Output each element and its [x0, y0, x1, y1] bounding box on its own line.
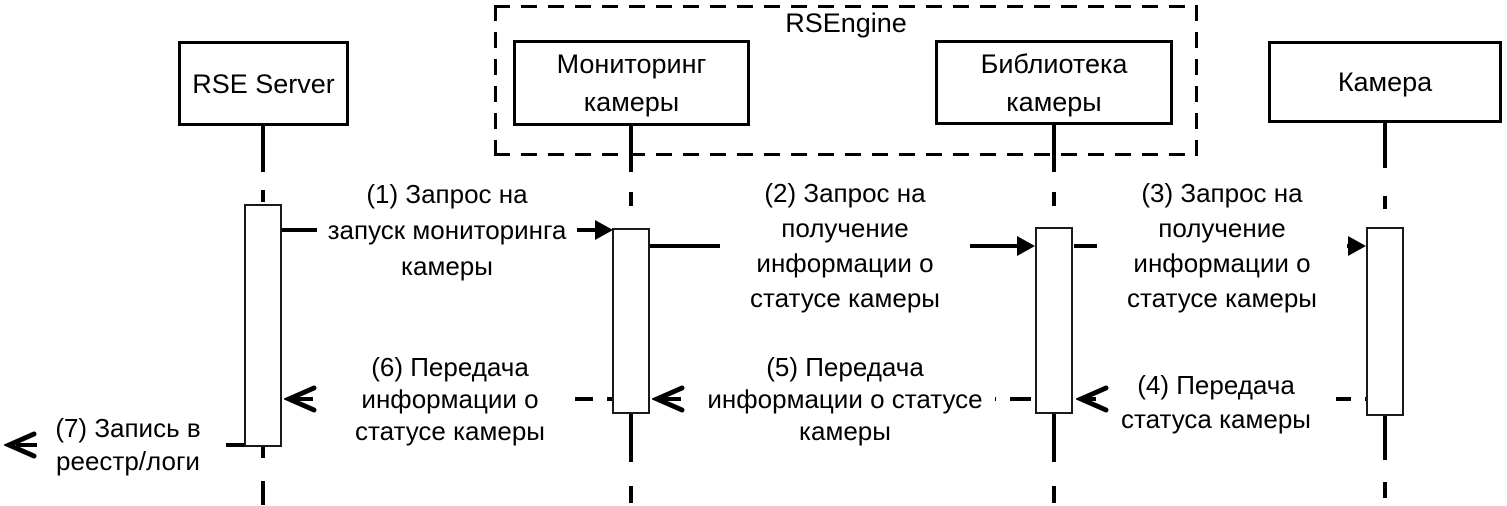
message-1-label-line3: камеры [401, 251, 493, 281]
message-6-arrowhead-icon [284, 385, 317, 413]
message-2-label-line4: статусе камеры [750, 283, 940, 313]
lifeline-segment [629, 414, 633, 462]
activation-rse-server [244, 204, 282, 447]
message-6-label-line1: (6) Передача [371, 352, 529, 382]
message-7-label: (7) Запись в реестр/логи [38, 412, 218, 478]
message-7-label-line1: (7) Запись в [55, 413, 201, 443]
actor-box-camera-monitoring: Мониторинг камеры [513, 40, 750, 126]
lifeline-dash [629, 486, 633, 503]
message-5-arrowhead-icon [652, 385, 685, 413]
actor-box-camera: Камера [1268, 41, 1502, 123]
activation-camera [1366, 227, 1404, 416]
lifeline-dash [1383, 482, 1387, 498]
message-3-label: (3) Запрос на получение информации о ста… [1097, 176, 1347, 316]
actor-label-camera: Камера [1337, 67, 1433, 97]
message-2-arrowhead-icon [1017, 236, 1035, 256]
rsengine-frame-border-top [494, 5, 1198, 8]
lifeline-dash [1052, 192, 1056, 206]
message-5-label-line3: камеры [799, 416, 891, 446]
activation-camera-library [1035, 227, 1073, 414]
lifeline-dash [1052, 486, 1056, 503]
lifeline-segment [1383, 123, 1387, 168]
actor-label-camera-monitoring-line1: Мониторинг [556, 49, 707, 79]
message-4-arrowhead-icon [1076, 385, 1109, 413]
lifeline-segment [1052, 414, 1056, 462]
message-2-label-line1: (2) Запрос на [764, 178, 926, 208]
frame-title: RSEngine [785, 8, 907, 38]
lifeline-segment [1383, 416, 1387, 460]
lifeline-dash [261, 190, 265, 202]
rsengine-frame-label: RSEngine [494, 8, 1198, 39]
message-3-arrowhead-icon [1348, 236, 1366, 256]
lifeline-segment [629, 126, 633, 172]
message-3-label-line3: информации о [1133, 248, 1311, 278]
message-5-label-line2: информации о статусе [707, 384, 983, 414]
lifeline-dash [1383, 196, 1387, 209]
message-6-label: (6) Передача информации о статусе камеры [325, 351, 575, 447]
lifeline-segment [261, 447, 265, 458]
rsengine-frame-border-right [1195, 5, 1198, 156]
activation-camera-monitoring [612, 228, 650, 414]
lifeline-segment [261, 126, 265, 172]
message-1-label: (1) Запрос на запуск мониторинга камеры [317, 176, 577, 284]
message-1-label-line2: запуск мониторинга [327, 215, 567, 245]
message-1-label-line1: (1) Запрос на [366, 179, 528, 209]
lifeline-segment [1052, 125, 1056, 172]
rsengine-frame-border-left [494, 5, 497, 156]
message-2-label: (2) Запрос на получение информации о ста… [720, 176, 970, 316]
actor-label-camera-library-line1: Библиотека [980, 48, 1128, 79]
message-4-label-line1: (4) Передача [1137, 370, 1295, 400]
message-4-label-line2: статуса камеры [1121, 404, 1311, 434]
message-6-label-line3: статусе камеры [355, 416, 545, 446]
actor-box-rse-server: RSE Server [178, 41, 349, 126]
message-2-label-line3: информации о [756, 248, 934, 278]
message-7-arrowhead-icon [4, 431, 37, 459]
actor-label-rse-server: RSE Server [192, 68, 335, 99]
message-5-label: (5) Передача информации о статусе камеры [695, 351, 995, 447]
lifeline-dash [261, 481, 265, 505]
message-1-arrowhead-icon [595, 220, 613, 240]
message-6-label-line2: информации о [361, 384, 539, 414]
message-2-label-line2: получение [781, 213, 909, 243]
message-3-label-line4: статусе камеры [1127, 283, 1317, 313]
message-3-label-line2: получение [1158, 213, 1286, 243]
rsengine-frame-border-bottom [494, 153, 1198, 156]
actor-label-camera-monitoring-line2: камеры [583, 87, 680, 117]
message-3-label-line1: (3) Запрос на [1141, 178, 1303, 208]
actor-label-camera-library-line2: камеры [1006, 86, 1102, 117]
lifeline-dash [629, 192, 633, 206]
message-5-label-line1: (5) Передача [766, 352, 924, 382]
message-4-label: (4) Передача статуса камеры [1096, 368, 1336, 436]
actor-box-camera-library: Библиотека камеры [935, 40, 1173, 125]
message-7-label-line2: реестр/логи [56, 446, 200, 476]
